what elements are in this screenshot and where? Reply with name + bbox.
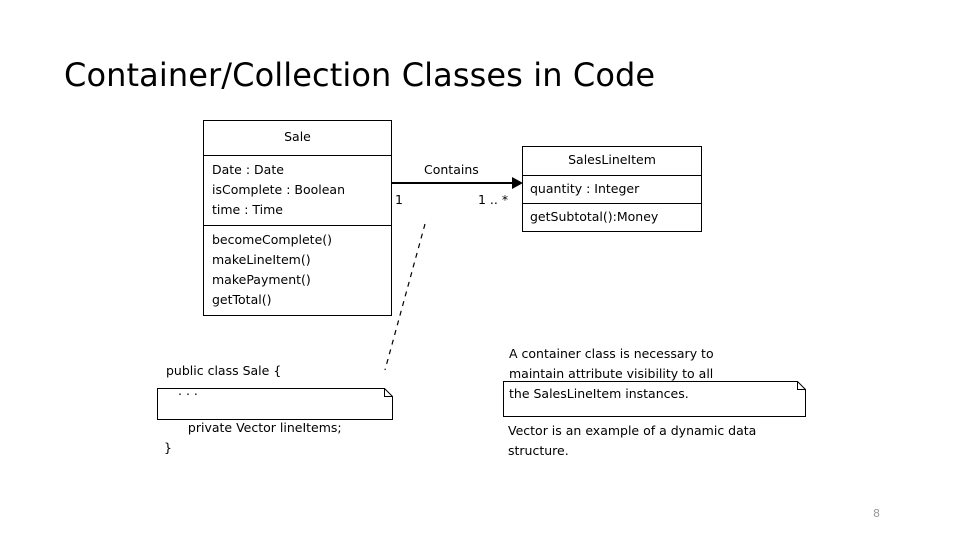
uml-operation: getTotal() bbox=[212, 291, 272, 307]
vector-note-line: structure. bbox=[508, 443, 569, 458]
uml-operation: makePayment() bbox=[212, 271, 311, 287]
association-label: Contains bbox=[424, 162, 479, 177]
uml-class-sale-operations: becomeComplete() makeLineItem() makePaym… bbox=[204, 226, 391, 315]
note-box-explanation bbox=[503, 381, 806, 417]
code-line: . . . bbox=[178, 383, 198, 398]
code-line: public class Sale { bbox=[166, 363, 282, 378]
uml-operation: makeLineItem() bbox=[212, 251, 311, 267]
code-line: } bbox=[164, 440, 172, 455]
page-number: 8 bbox=[873, 507, 880, 520]
explanation-note-line: A container class is necessary to bbox=[509, 346, 714, 361]
uml-class-saleslineitem-name: SalesLineItem bbox=[523, 147, 701, 176]
uml-attribute: time : Time bbox=[212, 201, 283, 217]
note-box-code bbox=[157, 388, 393, 420]
uml-attribute: isComplete : Boolean bbox=[212, 181, 346, 197]
vector-note-line: Vector is an example of a dynamic data bbox=[508, 423, 757, 438]
uml-class-saleslineitem-attributes: quantity : Integer bbox=[523, 176, 701, 204]
uml-operation: becomeComplete() bbox=[212, 231, 333, 247]
association-multiplicity-target: 1 .. * bbox=[478, 192, 509, 207]
uml-attribute: Date : Date bbox=[212, 161, 284, 177]
code-line: private Vector lineItems; bbox=[176, 420, 342, 435]
page-title: Container/Collection Classes in Code bbox=[64, 56, 656, 94]
uml-attribute: quantity : Integer bbox=[530, 180, 640, 196]
note-shape-icon bbox=[503, 381, 806, 417]
explanation-note-line: the SalesLineItem instances. bbox=[509, 386, 689, 401]
association-arrowhead-icon bbox=[512, 177, 523, 189]
uml-class-sale-attributes: Date : Date isComplete : Boolean time : … bbox=[204, 156, 391, 226]
uml-class-saleslineitem-operations: getSubtotal():Money bbox=[523, 204, 701, 231]
association-multiplicity-source: 1 bbox=[395, 192, 403, 207]
note-shape-icon bbox=[157, 388, 393, 420]
uml-operation: getSubtotal():Money bbox=[530, 208, 659, 224]
association-line bbox=[392, 182, 514, 184]
explanation-note-line: maintain attribute visibility to all bbox=[509, 366, 714, 381]
uml-class-sale[interactable]: Sale Date : Date isComplete : Boolean ti… bbox=[203, 120, 392, 316]
uml-class-sale-name: Sale bbox=[204, 121, 391, 156]
uml-class-saleslineitem[interactable]: SalesLineItem quantity : Integer getSubt… bbox=[522, 146, 702, 232]
